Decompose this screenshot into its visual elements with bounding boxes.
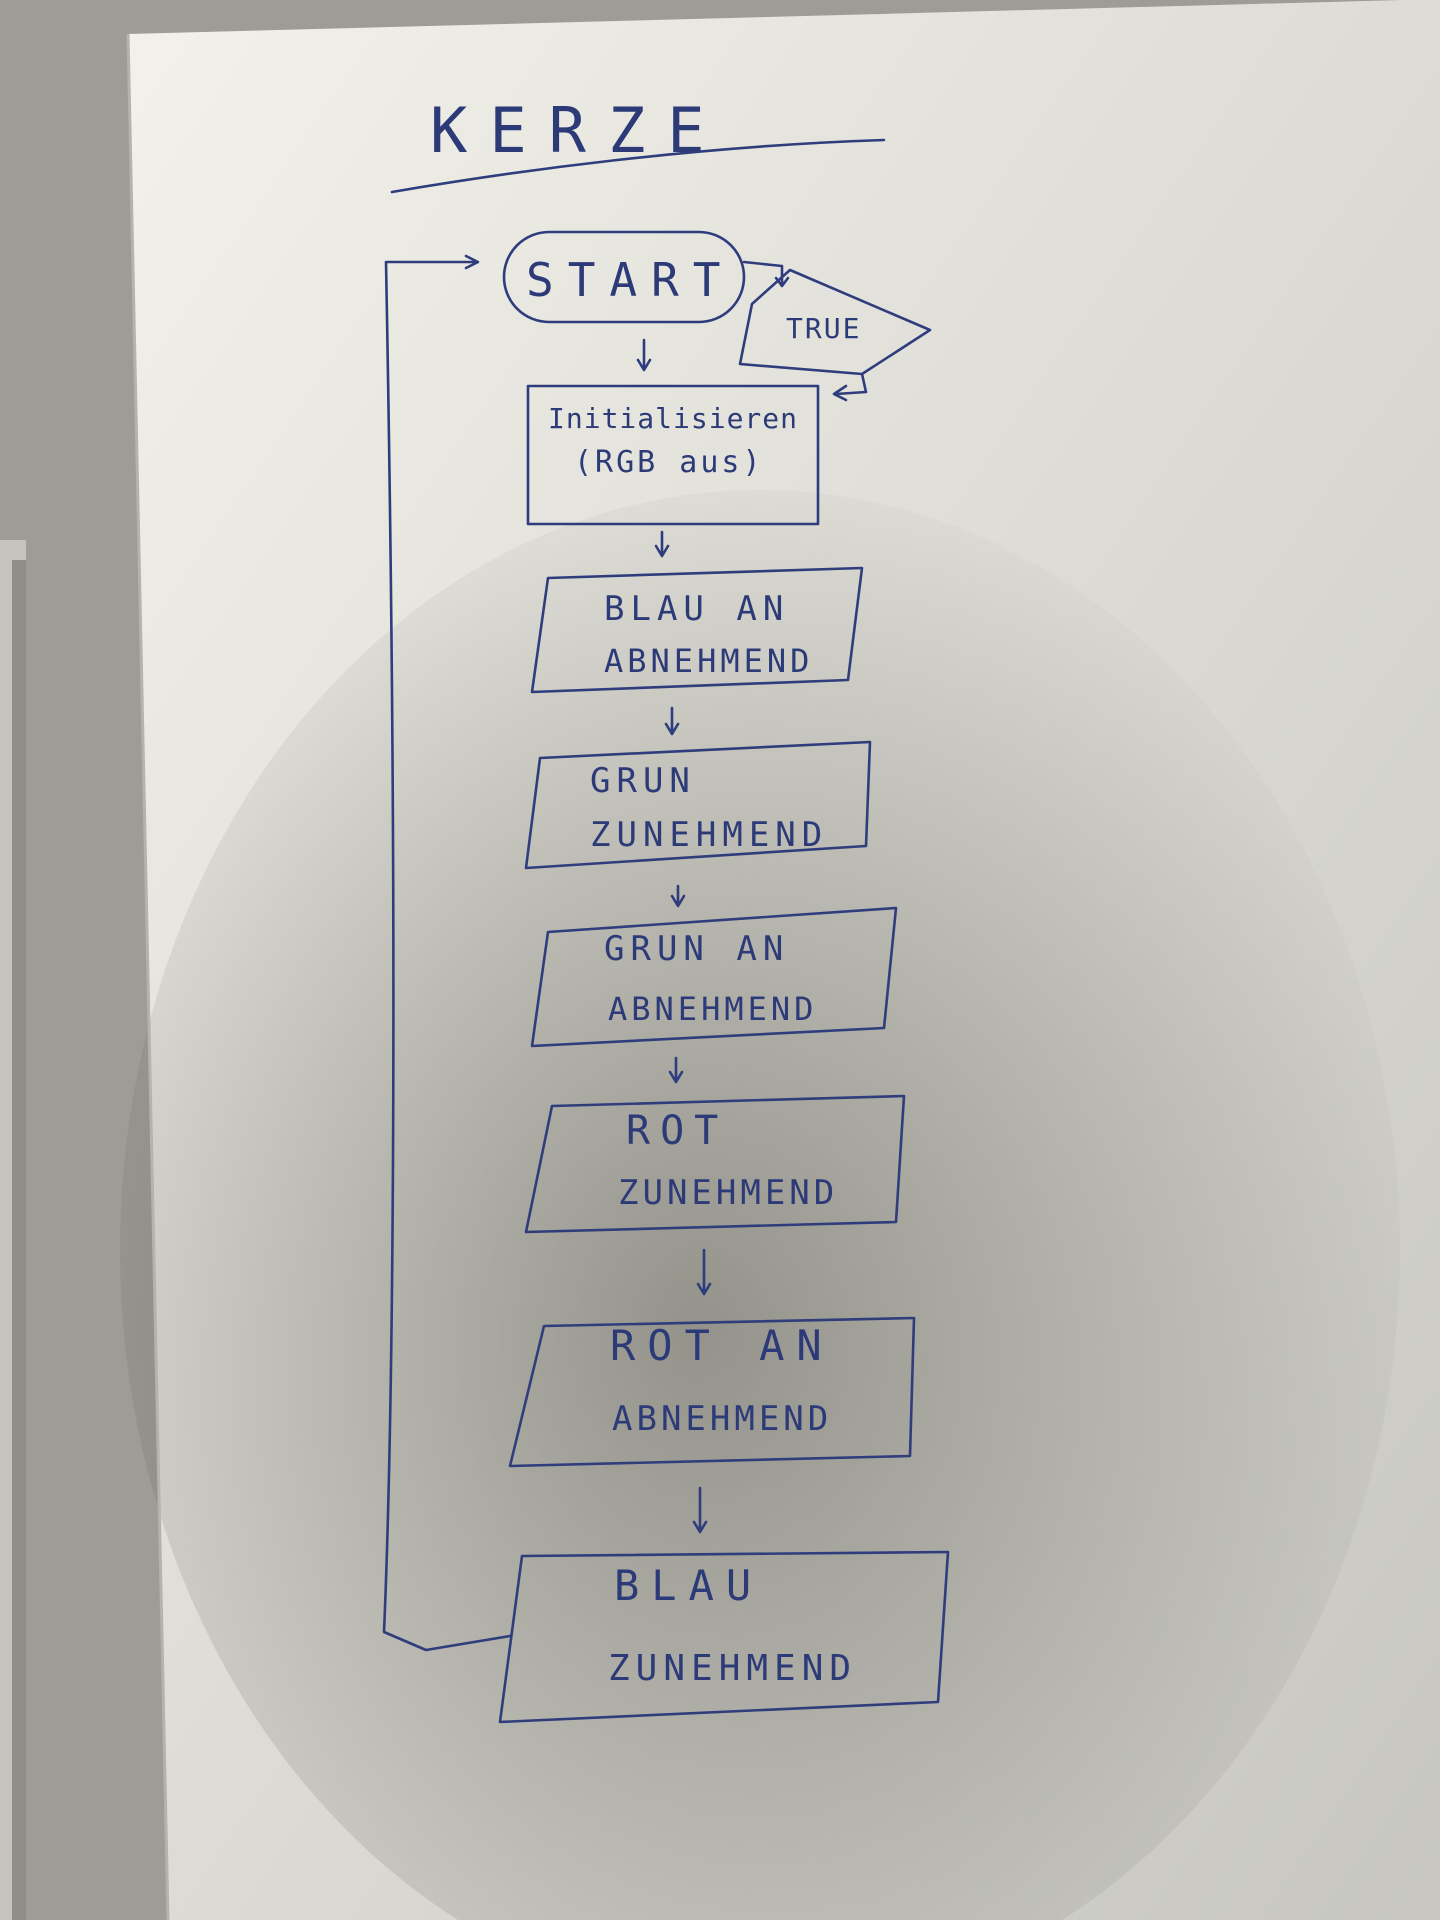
- init-box: [526, 384, 820, 526]
- edge-gruen-gruen-an: [670, 884, 686, 908]
- edge-start-init: [636, 338, 652, 372]
- blau-zunehmend-line-1: BLAU: [614, 1561, 763, 1610]
- rot-zunehmend-line-1: ROT: [626, 1108, 728, 1154]
- rot-an-abnehmend-box: [508, 1316, 916, 1468]
- gruen-an-abnehmend-line-1: GRUN AN: [604, 929, 789, 969]
- edge-true-init: [832, 372, 868, 402]
- gruen-zunehmend-line-2: ZUNEHMEND: [590, 815, 828, 855]
- start-label: START: [526, 253, 734, 307]
- rot-zunehmend-line-2: ZUNEHMEND: [618, 1173, 838, 1213]
- init-line-2: (RGB aus): [574, 445, 764, 480]
- title-underline: [390, 138, 886, 194]
- blau-an-abnehmend-box: [530, 566, 864, 694]
- blau-an-abnehmend-line-1: BLAU AN: [604, 589, 789, 629]
- edge-rot-rot-an: [696, 1248, 712, 1296]
- rot-an-abnehmend-line-2: ABNEHMEND: [612, 1399, 832, 1439]
- edge-init-blau-an: [654, 530, 670, 558]
- paper-edge: [126, 33, 170, 1920]
- edge-blau-an-gruen: [664, 706, 680, 736]
- blau-an-abnehmend-line-2: ABNEHMEND: [604, 642, 813, 680]
- rot-an-abnehmend-line-1: ROT AN: [610, 1321, 834, 1370]
- diagram-title: KERZE: [430, 94, 727, 167]
- init-line-1: Initialisieren: [548, 402, 798, 435]
- hand-shadow: [120, 490, 1400, 1920]
- gruen-zunehmend-line-1: GRUN: [590, 761, 696, 801]
- edge-loop-back: [382, 254, 512, 1652]
- true-label: TRUE: [786, 312, 861, 345]
- true-decision: [738, 268, 932, 376]
- edge-gruen-an-rot: [668, 1056, 684, 1084]
- blau-zunehmend-line-2: ZUNEHMEND: [608, 1648, 857, 1689]
- device-bezel: [12, 560, 26, 1920]
- edge-start-true: [742, 260, 790, 288]
- gruen-zunehmend-box: [524, 740, 872, 870]
- blau-zunehmend-box: [498, 1550, 950, 1724]
- edge-rot-an-blau: [692, 1486, 708, 1534]
- start-terminal: [502, 230, 746, 324]
- gruen-an-abnehmend-box: [530, 906, 898, 1048]
- rot-zunehmend-box: [524, 1094, 906, 1234]
- gruen-an-abnehmend-line-2: ABNEHMEND: [608, 990, 817, 1028]
